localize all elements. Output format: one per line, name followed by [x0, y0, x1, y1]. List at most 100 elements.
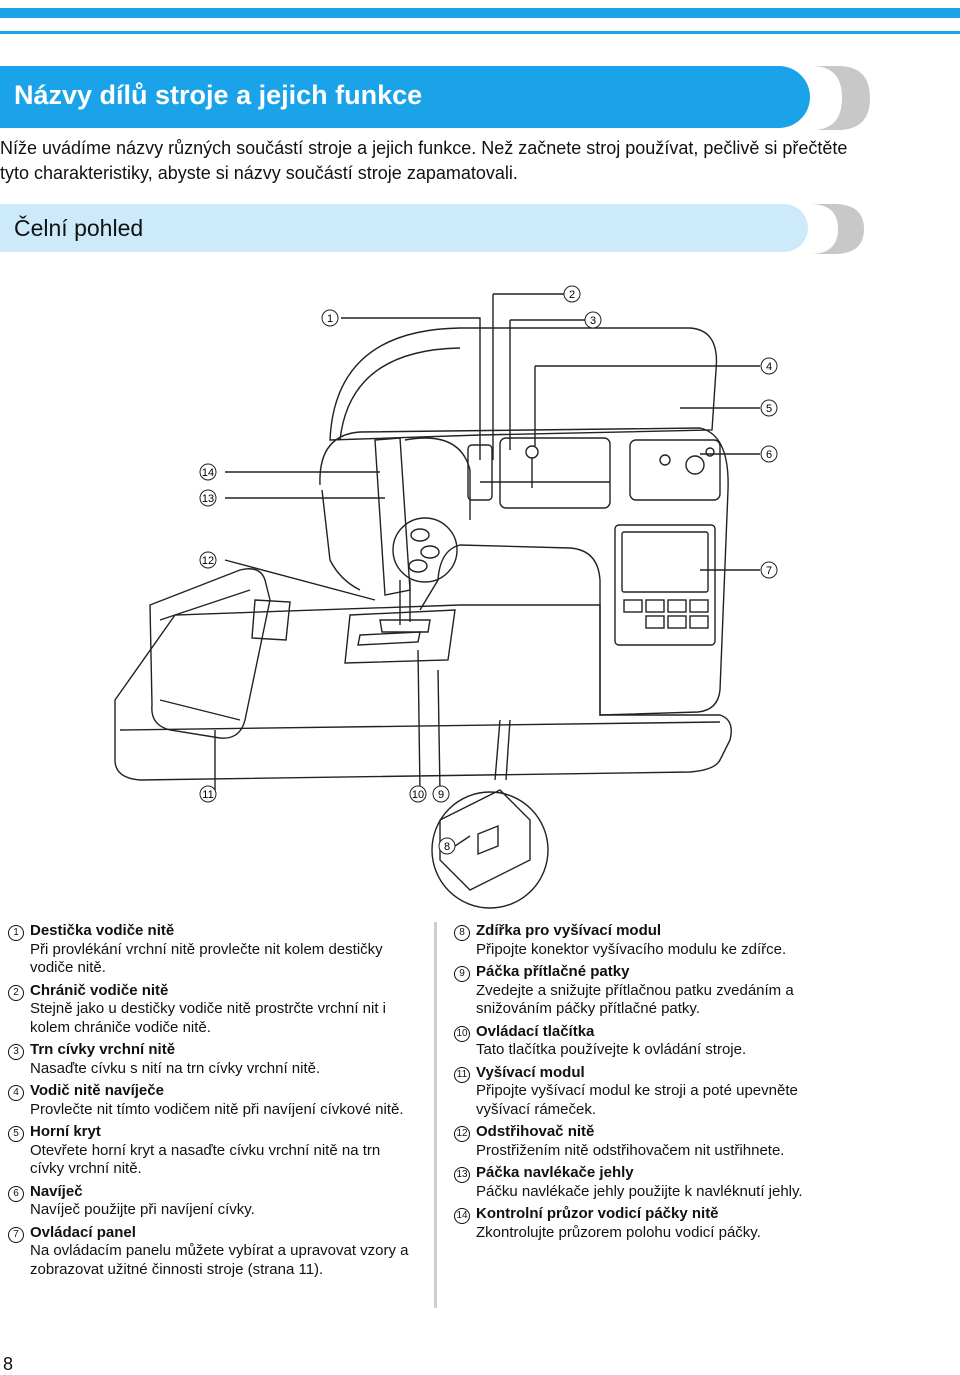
- part-number-badge: 8: [454, 922, 476, 959]
- callout-11: 11: [199, 785, 217, 803]
- part-number: 8: [454, 925, 470, 941]
- callout-13: 13: [199, 489, 217, 507]
- part-name: Vyšívací modul: [476, 1063, 585, 1081]
- part-number: 4: [8, 1085, 24, 1101]
- part-description: Zkontrolujte průzorem polohu vodicí páčk…: [476, 1223, 761, 1241]
- part-description: Zvedejte a snižujte přítlačnou patku zve…: [476, 981, 794, 1018]
- top-rule: [0, 0, 960, 34]
- section-title: Čelní pohled: [14, 215, 144, 241]
- part-number: 13: [454, 1167, 470, 1183]
- callout-numbers: 1 2 3 4 5 6 7 8 9 10 11 12 13 14: [199, 285, 778, 855]
- part-description: Připojte vyšívací modul ke stroji a poté…: [476, 1082, 798, 1118]
- part-number-badge: 12: [454, 1123, 476, 1160]
- part-description: Na ovládacím panelu můžete vybírat a upr…: [30, 1242, 409, 1278]
- part-description: Prostřižením nitě odstřihovačem nit ustř…: [476, 1141, 785, 1159]
- part-number: 5: [8, 1126, 24, 1142]
- part-description: Nasaďte cívku s nití na trn cívky vrchní…: [30, 1059, 321, 1077]
- part-description: Připojte konektor vyšívacího modulu ke z…: [476, 940, 787, 958]
- connector-detail-circle: [431, 791, 549, 909]
- part-name: Odstřihovač nitě: [476, 1123, 595, 1140]
- part-number: 2: [8, 984, 24, 1001]
- part-name: Trn cívky vrchní nitě: [30, 1041, 176, 1058]
- callout-label: 4: [766, 361, 772, 373]
- part-name: Destička vodiče nitě: [30, 922, 175, 939]
- callout-label: 6: [766, 449, 772, 461]
- callout-label: 11: [202, 789, 213, 801]
- callout-label: 8: [444, 841, 450, 853]
- callout-7: 7: [760, 561, 778, 579]
- callout-label: 1: [327, 313, 333, 325]
- callout-10: 10: [409, 785, 427, 803]
- callout-3: 3: [584, 311, 602, 329]
- page-title: Názvy dílů stroje a jejich funkce: [14, 80, 423, 110]
- part-name: Zdířka pro vyšívací modul: [476, 922, 662, 939]
- chevron-icon: [810, 204, 864, 254]
- control-panel-shape: [614, 524, 716, 646]
- machine-diagram: 1 2 3 4 5 6 7 8 9 10 11 12 13 14: [114, 285, 778, 909]
- part-name: Horní kryt: [30, 1123, 101, 1140]
- section-banner: Čelní pohled: [0, 204, 808, 252]
- part-number-badge: 11: [454, 1064, 476, 1120]
- column-divider: [434, 922, 437, 1308]
- callout-label: 9: [438, 789, 444, 801]
- part-number-badge: 4: [8, 1082, 30, 1119]
- part-number-badge: 7: [8, 1224, 30, 1280]
- part-number-badge: 14: [454, 1205, 476, 1242]
- callout-12: 12: [199, 551, 217, 569]
- part-description: Páčku navlékače jehly použijte k navlékn…: [476, 1182, 803, 1200]
- intro-text: Níže uvádíme názvy různých součástí stro…: [0, 138, 848, 183]
- callout-label: 7: [766, 565, 772, 577]
- callout-label: 2: [569, 289, 575, 301]
- part-number-badge: 6: [8, 1183, 30, 1220]
- part-name: Páčka přítlačné patky: [476, 963, 630, 980]
- callout-label: 5: [766, 403, 772, 415]
- part-name: Vodič nitě navíječe: [30, 1082, 164, 1099]
- title-banner: Názvy dílů stroje a jejich funkce: [0, 66, 810, 128]
- part-description: Navíječ použijte při navíjení cívky.: [30, 1201, 255, 1218]
- part-number: 6: [8, 1185, 24, 1202]
- part-description: Stejně jako u destičky vodiče nitě prost…: [30, 1000, 387, 1036]
- part-name: Kontrolní průzor vodicí páčky nitě: [476, 1205, 719, 1222]
- part-number: 12: [454, 1126, 470, 1142]
- part-number-badge: 10: [454, 1023, 476, 1060]
- part-description: Tato tlačítka používejte k ovládání stro…: [476, 1041, 747, 1058]
- part-name: Ovládací tlačítka: [476, 1022, 595, 1040]
- part-number: 1: [8, 925, 24, 941]
- part-number-badge: 2: [8, 982, 30, 1038]
- callout-5: 5: [760, 399, 778, 417]
- part-name: Páčka navlékače jehly: [476, 1164, 634, 1181]
- top-cover-shape: [329, 327, 718, 441]
- part-description: Při provlékání vrchní nitě provlečte nit…: [30, 940, 383, 977]
- part-name: Navíječ: [30, 1182, 83, 1200]
- embroidery-arm-shape: [149, 568, 271, 739]
- callout-label: 12: [202, 555, 214, 567]
- part-number: 9: [454, 966, 470, 982]
- callout-4: 4: [760, 357, 778, 375]
- part-number-badge: 13: [454, 1164, 476, 1201]
- callout-1: 1: [321, 309, 339, 327]
- callout-label: 10: [412, 789, 424, 801]
- callout-label: 14: [202, 467, 214, 479]
- part-number: 3: [8, 1044, 24, 1060]
- part-name: Chránič vodiče nitě: [30, 981, 169, 999]
- part-number: 11: [454, 1066, 470, 1083]
- part-number: 14: [454, 1208, 470, 1224]
- part-number-badge: 9: [454, 963, 476, 1019]
- part-description: Otevřete horní kryt a nasaďte cívku vrch…: [30, 1141, 381, 1178]
- chevron-icon: [812, 66, 870, 130]
- part-number: 10: [454, 1025, 470, 1042]
